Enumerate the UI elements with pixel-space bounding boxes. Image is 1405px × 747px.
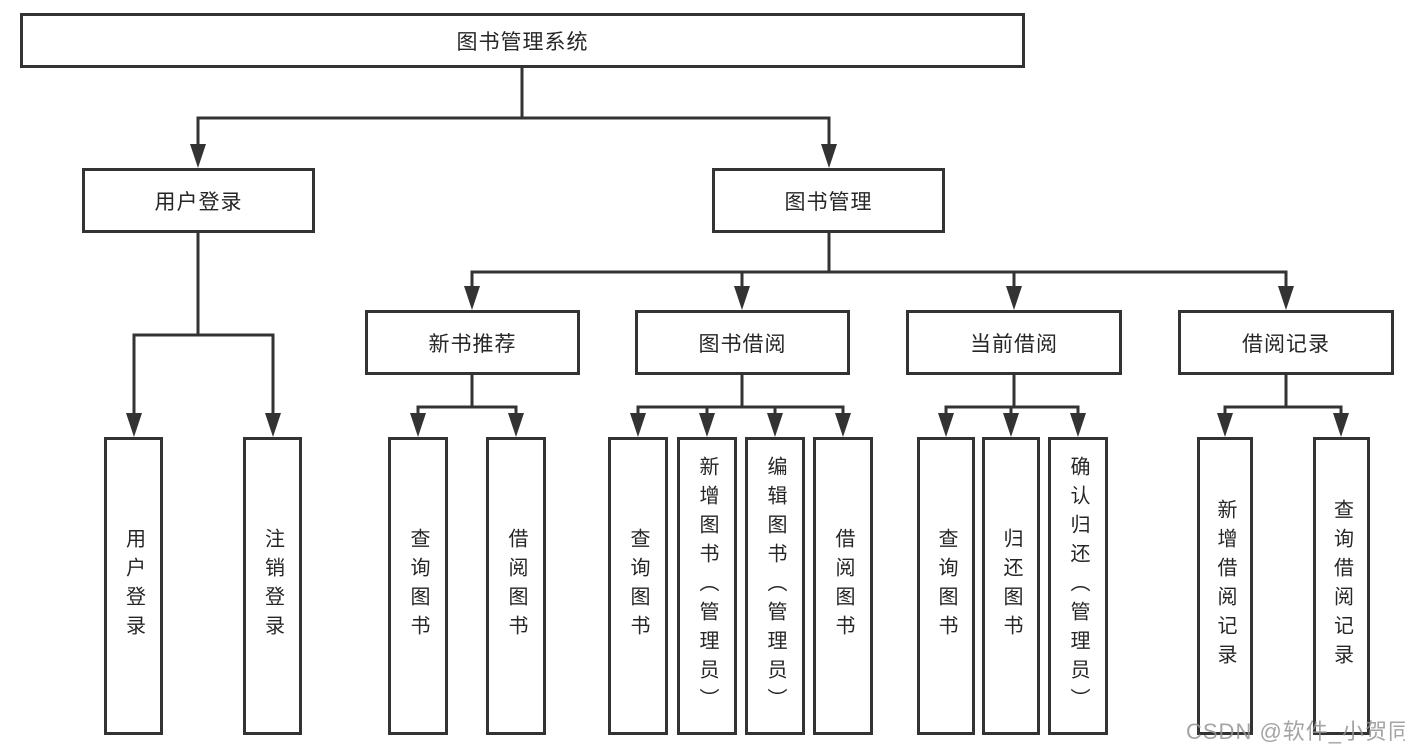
leaf-confirm-return-admin: 确认归还（管理员） bbox=[1048, 437, 1108, 735]
leaf-borrow-books-recommend: 借阅图书 bbox=[486, 437, 546, 735]
node-library-management-system: 图书管理系统 bbox=[20, 13, 1025, 68]
node-label: 用户登录 bbox=[154, 190, 243, 214]
node-label: 查询图书 bbox=[627, 528, 649, 644]
node-label: 查询图书 bbox=[935, 528, 957, 644]
connector-current-borrow-children bbox=[938, 373, 1086, 437]
leaf-add-borrow-record: 新增借阅记录 bbox=[1197, 437, 1253, 735]
connector-borrow-records-children bbox=[1217, 373, 1349, 437]
node-new-book-recommend: 新书推荐 bbox=[365, 310, 580, 375]
leaf-borrow-books: 借阅图书 bbox=[813, 437, 873, 735]
node-label: 图书管理系统 bbox=[456, 30, 589, 54]
node-label: 注销登录 bbox=[261, 528, 284, 644]
leaf-return-books: 归还图书 bbox=[982, 437, 1040, 735]
leaf-query-books-recommend: 查询图书 bbox=[388, 437, 448, 735]
node-label: 确认归还（管理员） bbox=[1067, 455, 1089, 717]
node-label: 当前借阅 bbox=[970, 332, 1058, 356]
node-label: 借阅图书 bbox=[832, 528, 854, 644]
connector-new-book-recommend-children bbox=[410, 373, 524, 437]
leaf-query-books-borrow: 查询图书 bbox=[608, 437, 668, 735]
leaf-query-borrow-record: 查询借阅记录 bbox=[1313, 437, 1370, 735]
node-label: 图书管理 bbox=[784, 190, 873, 214]
node-label: 新增图书（管理员） bbox=[696, 455, 718, 717]
node-label: 新增借阅记录 bbox=[1214, 499, 1236, 673]
connector-book-borrow-children bbox=[630, 373, 851, 437]
node-label: 借阅记录 bbox=[1242, 332, 1330, 356]
node-label: 编辑图书（管理员） bbox=[764, 455, 786, 717]
leaf-user-login: 用户登录 bbox=[104, 437, 163, 735]
node-label: 归还图书 bbox=[1000, 528, 1022, 644]
node-book-management: 图书管理 bbox=[712, 168, 945, 233]
node-user-login: 用户登录 bbox=[82, 168, 315, 233]
node-current-borrow: 当前借阅 bbox=[906, 310, 1122, 375]
csdn-watermark: CSDN @软件_小贺同学 bbox=[1186, 719, 1405, 744]
node-label: 图书借阅 bbox=[698, 332, 787, 356]
node-label: 查询图书 bbox=[407, 528, 429, 644]
node-book-borrow: 图书借阅 bbox=[635, 310, 850, 375]
connector-book-management-children bbox=[464, 231, 1294, 310]
leaf-query-books-current: 查询图书 bbox=[917, 437, 975, 735]
node-label: 借阅图书 bbox=[505, 528, 527, 644]
leaf-logout: 注销登录 bbox=[243, 437, 302, 735]
node-label: 新书推荐 bbox=[428, 332, 517, 356]
node-borrow-records: 借阅记录 bbox=[1178, 310, 1394, 375]
node-label: 用户登录 bbox=[122, 528, 145, 644]
connector-user-login-children bbox=[126, 231, 281, 437]
connector-root-to-level2 bbox=[190, 66, 837, 168]
node-label: 查询借阅记录 bbox=[1330, 499, 1353, 673]
leaf-edit-books-admin: 编辑图书（管理员） bbox=[745, 437, 805, 735]
leaf-add-books-admin: 新增图书（管理员） bbox=[677, 437, 737, 735]
